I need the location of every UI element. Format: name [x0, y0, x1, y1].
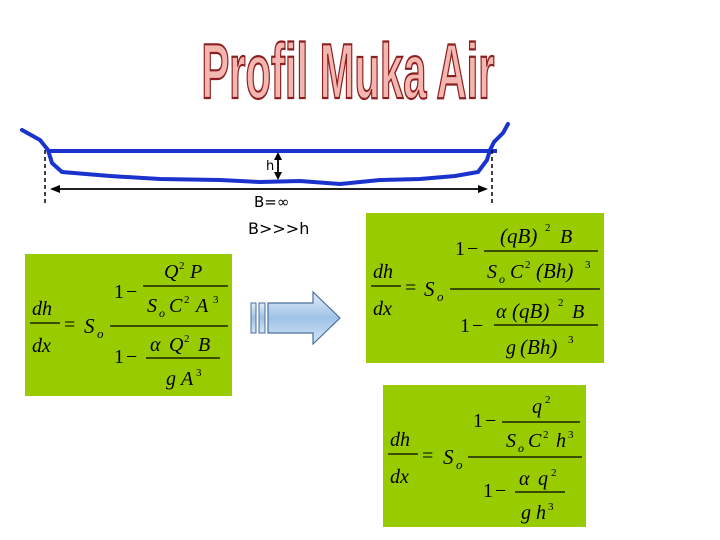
t1-num-exp: 2	[179, 260, 185, 272]
depth-arrow-head-bottom	[274, 172, 282, 180]
arrow-body	[267, 290, 341, 346]
minus: −	[485, 410, 496, 432]
t2-num-exp: 2	[558, 297, 564, 309]
slope-symbol: S	[443, 445, 454, 469]
t2-num-alpha: α	[496, 301, 507, 323]
t1-num-exp: 2	[545, 222, 551, 234]
t2-den-bh-exp: 3	[568, 334, 574, 346]
formula-box-general: dh dx = S o 1 − Q 2 P S o C 2 A 3 1 − α …	[25, 254, 232, 396]
formula-box-unit-bg	[383, 385, 586, 527]
slope-subscript: o	[97, 326, 104, 341]
formula-box-wide: dh dx = S o 1 − (qB) 2 B S o C 2 (Bh) 3 …	[366, 213, 604, 363]
t1-den-h: h	[556, 430, 566, 452]
t1-num-exp: 2	[545, 394, 551, 406]
t1-den-s: S	[506, 430, 516, 452]
t2-num-q: Q	[169, 334, 184, 356]
t2-num-alpha: α	[150, 334, 161, 356]
lhs-numerator: dh	[32, 298, 52, 320]
t2-den-bh: (Bh)	[520, 335, 557, 359]
t2-num-b: B	[198, 334, 210, 356]
slope-subscript: o	[456, 457, 463, 472]
slope-symbol: S	[84, 314, 95, 338]
minus-bottom: −	[495, 480, 506, 502]
t1-den-c-exp: 2	[525, 259, 531, 271]
lhs-denominator: dx	[373, 298, 392, 320]
slope-subscript: o	[437, 289, 444, 304]
t1-den-s: S	[487, 261, 497, 283]
t1-den-bh: (Bh)	[536, 259, 573, 283]
t1-den-c: C	[169, 295, 183, 317]
transform-arrow	[250, 290, 341, 346]
width-arrow-head-right	[478, 185, 488, 193]
t2-den-exp: 3	[196, 367, 202, 379]
width-arrow-head-left	[50, 185, 60, 193]
width-label: B=∞	[254, 193, 289, 211]
t1-den-s-sub: o	[518, 441, 524, 455]
lhs-denominator: dx	[32, 335, 51, 357]
formula-box-unit: dh dx = S o 1 − q 2 S o C 2 h 3 1 − α q …	[383, 385, 586, 527]
depth-arrow-head-top	[274, 152, 282, 160]
t1-num-qb: (qB)	[500, 224, 537, 248]
t1-den-c-exp: 2	[543, 429, 549, 441]
lhs-denominator: dx	[390, 466, 409, 488]
equals-sign: =	[405, 277, 416, 299]
equals-sign: =	[64, 314, 75, 336]
t1-num-p: P	[189, 261, 202, 283]
t1-den-a: A	[194, 295, 209, 317]
t2-num-q: q	[538, 468, 548, 490]
lhs-numerator: dh	[373, 261, 393, 283]
one-bottom: 1	[460, 315, 470, 337]
t2-den-g: g	[521, 502, 531, 524]
depth-label: h	[266, 159, 274, 174]
t2-den-g: g	[506, 337, 516, 359]
minus: −	[467, 238, 478, 260]
slope-symbol: S	[424, 277, 435, 301]
t1-den-c: C	[528, 430, 542, 452]
channel-bed-line	[20, 122, 510, 186]
t2-num-exp: 2	[551, 467, 557, 479]
one: 1	[114, 281, 124, 303]
t1-den-bh-exp: 3	[585, 259, 591, 271]
t1-den-c-exp: 2	[184, 294, 190, 306]
t1-num-b: B	[560, 226, 572, 248]
formula-box-general-bg	[25, 254, 232, 396]
formula-box-wide-bg	[366, 213, 604, 363]
one: 1	[473, 410, 483, 432]
equals-sign: =	[422, 445, 433, 467]
t2-den-a: A	[179, 368, 194, 390]
t2-num-qb: (qB)	[512, 299, 549, 323]
ratio-label: B>>>h	[248, 219, 309, 238]
t2-num-exp: 2	[184, 333, 190, 345]
t1-den-c: C	[510, 261, 524, 283]
t1-num-q: Q	[164, 261, 179, 283]
t1-den-s: S	[147, 295, 157, 317]
t1-num-q: q	[532, 396, 542, 418]
t1-den-s-sub: o	[159, 306, 165, 320]
t1-den-h-exp: 3	[568, 429, 574, 441]
lhs-numerator: dh	[390, 429, 410, 451]
one-bottom: 1	[483, 480, 493, 502]
t1-den-a-exp: 3	[213, 294, 219, 306]
t2-den-h: h	[536, 502, 546, 524]
t2-den-g: g	[166, 368, 176, 390]
t2-num-alpha: α	[519, 468, 530, 490]
minus-bottom: −	[472, 315, 483, 337]
t2-den-h-exp: 3	[548, 501, 554, 513]
one: 1	[455, 238, 465, 260]
t2-num-b: B	[572, 301, 584, 323]
slide-title: Profil Muka Air	[201, 28, 494, 115]
minus-bottom: −	[126, 346, 137, 368]
one-bottom: 1	[114, 346, 124, 368]
t1-den-s-sub: o	[499, 272, 505, 286]
channel-cross-section: h B=∞ B>>>h	[20, 122, 510, 238]
minus: −	[126, 281, 137, 303]
